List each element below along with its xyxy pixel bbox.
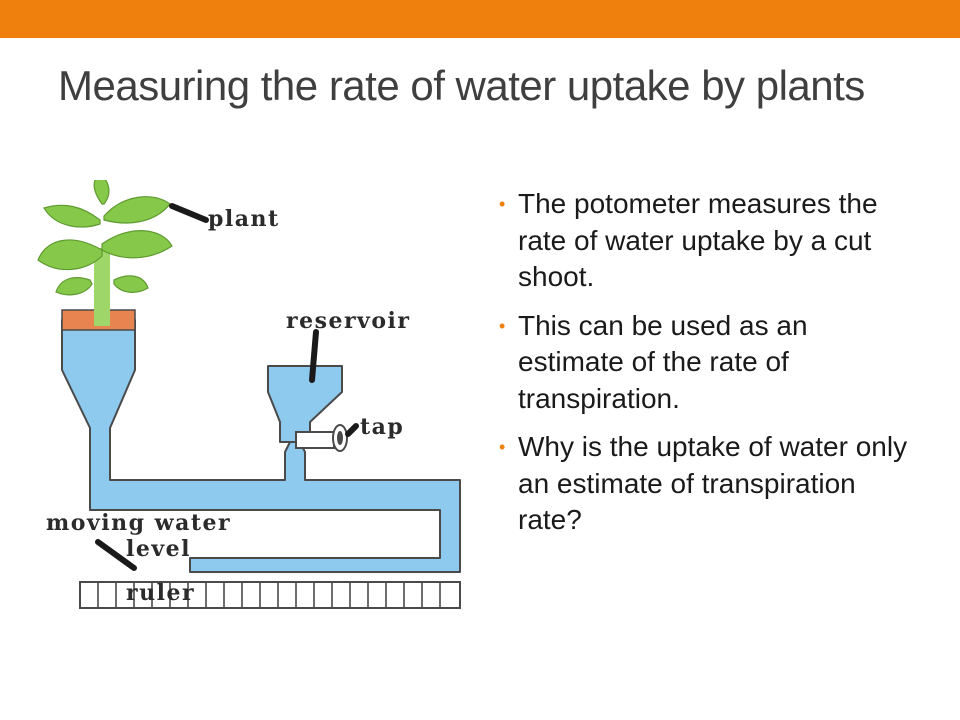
top-accent-bar bbox=[0, 0, 960, 38]
reservoir-leader-line bbox=[309, 329, 319, 383]
tap-icon bbox=[295, 424, 348, 452]
label-ruler: ruler bbox=[126, 580, 195, 606]
label-plant: plant bbox=[208, 206, 280, 232]
bullet-dot-icon: • bbox=[499, 315, 506, 336]
bullet-dot-icon: • bbox=[499, 437, 506, 457]
bullet-item: •The potometer measures the rate of wate… bbox=[499, 188, 878, 292]
label-moving-water: moving water bbox=[46, 510, 231, 536]
bullet-dot-icon: • bbox=[499, 194, 506, 214]
plant-leader-line bbox=[169, 203, 209, 223]
bullet-item: •This can be used as an estimate of the … bbox=[499, 309, 808, 414]
label-reservoir: reservoir bbox=[286, 308, 410, 334]
potometer-tubing bbox=[61, 319, 461, 573]
slide-title: Measuring the rate of water uptake by pl… bbox=[58, 62, 865, 109]
potometer-diagram: plant reservoir tap moving water level r… bbox=[37, 180, 461, 609]
reservoir-funnel bbox=[267, 365, 343, 443]
bullet-item: •Why is the uptake of water only an esti… bbox=[499, 431, 908, 535]
ruler bbox=[79, 581, 461, 609]
level-leader-line bbox=[95, 539, 137, 571]
label-tap: tap bbox=[360, 414, 404, 440]
label-level: level bbox=[126, 536, 191, 562]
tap-leader-line bbox=[345, 423, 359, 437]
plant-shoot-icon bbox=[37, 180, 173, 326]
bullet-list: •The potometer measures the rate of wate… bbox=[496, 186, 916, 551]
